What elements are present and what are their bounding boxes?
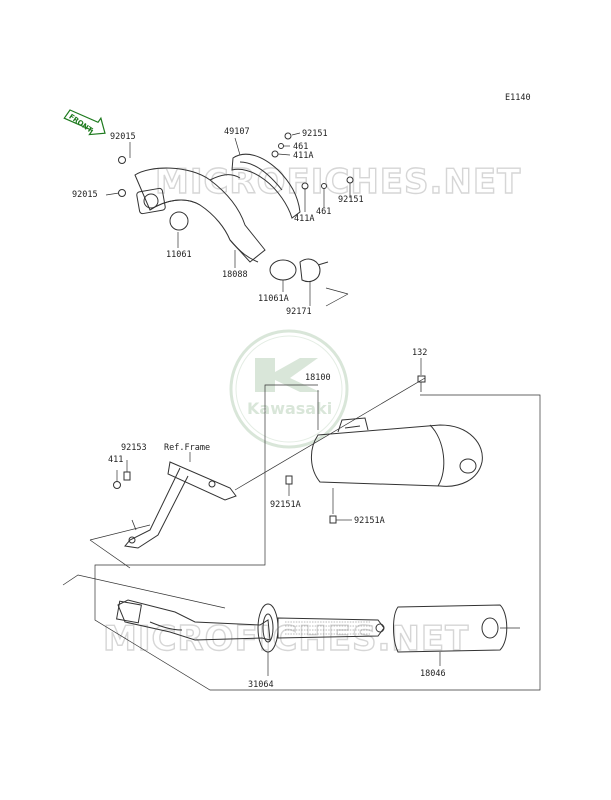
label-411A-top: 411A	[293, 151, 313, 161]
front-arrow-icon: FRONT	[63, 109, 106, 136]
bolt-92153	[113, 460, 131, 489]
leader-lines-top	[105, 132, 351, 307]
gasket-11061	[169, 211, 189, 231]
bolt-132	[417, 358, 426, 392]
tailpipe-assembly	[116, 599, 271, 641]
label-92151-top: 92151	[302, 129, 328, 139]
watermark-bottom: MICROFICHES.NET	[103, 619, 469, 659]
label-18088: 18088	[222, 270, 248, 280]
label-411: 411	[108, 455, 123, 465]
frame-bracket	[124, 452, 237, 549]
port-flange	[136, 187, 166, 215]
perforated-core	[277, 617, 385, 639]
kawasaki-logo: Kawasaki	[229, 329, 349, 449]
label-92151A-left: 92151A	[270, 500, 301, 510]
label-132: 132	[412, 348, 427, 358]
label-92015-top: 92015	[110, 132, 136, 142]
label-92171: 92171	[286, 307, 312, 317]
label-411A-mid: 411A	[294, 214, 314, 224]
label-ref-frame: Ref.Frame	[164, 443, 210, 453]
label-49107: 49107	[224, 127, 250, 137]
label-11061A: 11061A	[258, 294, 289, 304]
label-92151A-right: 92151A	[354, 516, 385, 526]
gasket-11061A	[269, 259, 297, 281]
label-92015-left: 92015	[72, 190, 98, 200]
label-11061: 11061	[166, 250, 192, 260]
logo-text: Kawasaki	[247, 399, 332, 418]
leader-lines-middle	[62, 377, 541, 691]
label-461-mid: 461	[316, 207, 331, 217]
clamp-92171	[299, 258, 329, 283]
diagram-code: E1140	[505, 93, 531, 103]
muffler-18100	[311, 417, 483, 487]
heat-guard-49107	[231, 153, 301, 219]
bolts-92151A	[285, 475, 352, 524]
label-31064: 31064	[248, 680, 274, 690]
muffler-body-18046	[393, 604, 520, 666]
label-461-top: 461	[293, 142, 308, 152]
label-92151-right: 92151	[338, 195, 364, 205]
watermark-top: MICROFICHES.NET	[155, 162, 521, 202]
label-18046: 18046	[420, 669, 446, 679]
label-18100: 18100	[305, 373, 331, 383]
label-92153: 92153	[121, 443, 147, 453]
